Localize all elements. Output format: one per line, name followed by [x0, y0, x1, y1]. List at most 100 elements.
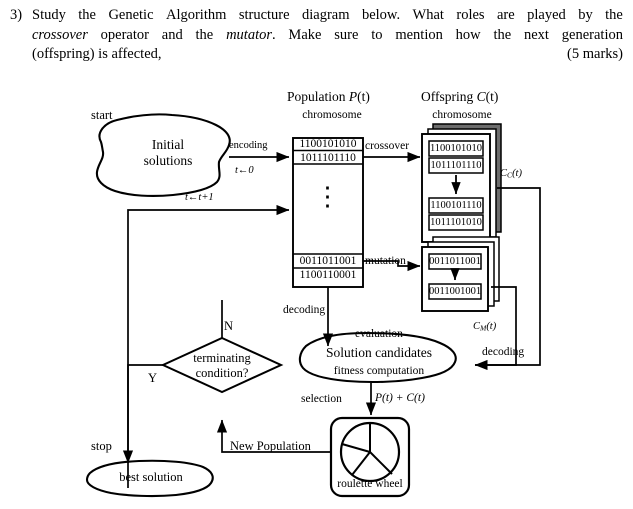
- encoding-label: encoding: [229, 140, 268, 151]
- q1-w12: by: [578, 7, 593, 23]
- population-title: Population P(t): [287, 89, 370, 104]
- terminating-condition-line-2: condition?: [195, 366, 249, 380]
- roulette-wheel-label: roulette wheel: [337, 478, 403, 490]
- q1-w8: What: [412, 7, 444, 23]
- initial-solutions-line-1: Initial: [151, 137, 185, 152]
- q2-w5: sure: [334, 26, 359, 43]
- population-row-3: 0011011001: [299, 255, 357, 267]
- q2-w4: Make: [288, 26, 322, 43]
- mutation-label: mutation: [365, 255, 406, 267]
- question-line-1: Study the Genetic Algorithm structure di…: [32, 6, 623, 26]
- q1-w9: roles: [456, 7, 485, 23]
- cm-sub: M: [480, 323, 487, 333]
- population-chromosome-subtitle: chromosome: [302, 109, 362, 121]
- question-row: 3) Study the Genetic Algorithm structure…: [10, 6, 623, 65]
- branch-yes-label: Y: [148, 371, 158, 385]
- q1-w3: Genetic: [108, 7, 154, 23]
- crossover-term: crossover: [32, 26, 88, 43]
- t-increment-label: t←t+1: [185, 192, 214, 203]
- population-ellipsis: ⋮: [314, 182, 342, 211]
- cc-tail: (t): [512, 168, 522, 179]
- crossover-child-2-text: 1011101010: [430, 217, 482, 228]
- crossover-child-1-text: 1100101110: [430, 200, 482, 211]
- offspring-title: Offspring C(t): [421, 89, 499, 104]
- q2-w7: mention: [395, 26, 443, 43]
- question-text: Study the Genetic Algorithm structure di…: [32, 6, 623, 65]
- initial-solutions-line-2: solutions: [143, 153, 193, 168]
- terminating-condition-line-1: terminating: [193, 351, 251, 365]
- population-title-text: Population: [287, 89, 349, 104]
- evaluation-label: evaluation: [355, 328, 403, 340]
- population-title-index: (t): [357, 89, 370, 104]
- offspring-title-var: C: [476, 89, 486, 104]
- new-population-path: [216, 419, 331, 453]
- terminating-condition-diamond: [160, 336, 284, 394]
- branch-no-label: N: [224, 319, 234, 333]
- mutation-child-text: 0011001001: [429, 286, 482, 297]
- crossover-child-1: [428, 197, 484, 214]
- offspring-chromosome-subtitle: chromosome: [432, 109, 492, 121]
- marks-label: (5 marks): [567, 46, 623, 62]
- offspring-title-text: Offspring: [421, 89, 477, 104]
- q1-w11: played: [527, 7, 566, 23]
- crossover-parent-2-text: 1011101110: [430, 160, 482, 171]
- q2-w10: next: [524, 26, 549, 43]
- decoding-label-left: decoding: [283, 304, 326, 316]
- crossover-parent-2: [428, 157, 484, 174]
- solution-candidates-label: Solution candidates: [325, 345, 433, 360]
- q2-w3: the: [195, 26, 214, 43]
- question-number: 3): [10, 7, 23, 23]
- q2-w2: and: [161, 26, 183, 43]
- q1-w1: Study: [32, 7, 66, 23]
- question-line-2: crossover operator and the mutator. Make…: [32, 26, 623, 46]
- q1-w2: the: [78, 7, 96, 23]
- cm-tail: (t): [486, 321, 497, 332]
- selection-formula: P(t) + C(t): [375, 392, 425, 404]
- mutation-child: [428, 283, 482, 300]
- crossover-parent-1: [428, 140, 484, 157]
- q1-w7: below.: [361, 7, 401, 23]
- start-label: start: [91, 108, 113, 122]
- mutation-offspring-label: CM(t): [473, 321, 496, 333]
- selection-label: selection: [301, 393, 342, 405]
- question-line-3-text: (offspring) is affected,: [32, 46, 162, 62]
- q1-w5: structure: [238, 7, 290, 23]
- q1-w10: are: [496, 7, 515, 23]
- q1-w6: diagram: [302, 7, 350, 23]
- new-population-label: New Population: [230, 439, 311, 453]
- q2-w8: how: [455, 26, 481, 43]
- mutator-term: mutator: [226, 26, 272, 43]
- cm-base: C: [473, 321, 481, 332]
- mutation-return-path: [475, 286, 517, 366]
- crossover-parent-1-text: 1100101010: [429, 143, 483, 154]
- fitness-computation-label: fitness computation: [333, 365, 425, 377]
- population-title-var: P: [348, 89, 358, 104]
- stop-label: stop: [91, 439, 112, 453]
- q2-w11: generation: [561, 26, 623, 43]
- best-solution-label: best solution: [119, 470, 183, 484]
- mutation-parent-text: 0011011001: [429, 256, 481, 267]
- ga-structure-diagram: start Initial solutions encoding t←0 t←t…: [0, 88, 633, 509]
- diagram-svg: [85, 113, 541, 498]
- q2-w6: to: [371, 26, 383, 43]
- crossover-label: crossover: [365, 140, 410, 152]
- q2-w9: the: [493, 26, 512, 43]
- population-row-2: 1011101110: [300, 151, 356, 164]
- cc-base: C: [500, 168, 508, 179]
- crossover-offspring-label: CC(t): [500, 168, 522, 180]
- question-line-3: (offspring) is affected, (5 marks): [32, 45, 623, 65]
- decoding-label-right: decoding: [482, 346, 525, 358]
- solution-candidates-blob: [298, 331, 457, 384]
- crossover-child-2: [428, 214, 484, 231]
- t-init-label: t←0: [235, 165, 254, 176]
- mutation-arrow: [363, 260, 421, 272]
- cc-sub: C: [507, 170, 513, 180]
- question-block: 3) Study the Genetic Algorithm structure…: [10, 6, 623, 65]
- offspring-title-index: (t): [485, 89, 499, 104]
- population-row-4: 1100110001: [299, 269, 357, 281]
- q1-w4: Algorithm: [165, 7, 227, 23]
- branch-yes-path: [127, 364, 163, 452]
- initial-solutions-blob: [95, 113, 231, 197]
- q1-w13: the: [605, 7, 623, 23]
- q2-w1: operator: [100, 26, 149, 43]
